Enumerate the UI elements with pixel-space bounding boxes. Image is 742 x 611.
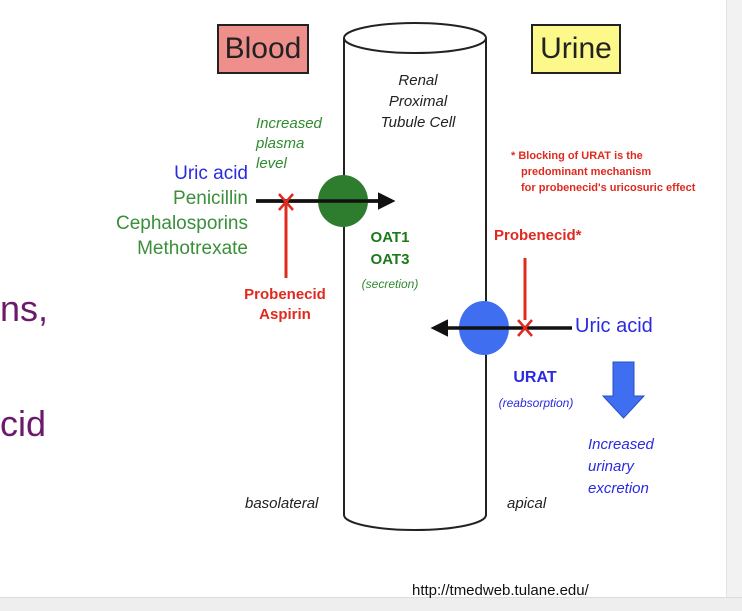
excretion-line: Increased xyxy=(588,436,654,453)
excretion-note: Increased urinary excretion xyxy=(588,434,678,500)
blood-compartment-label: Blood xyxy=(217,24,309,74)
urine-uric-acid-label: Uric acid xyxy=(575,315,653,337)
excretion-line: excretion xyxy=(588,480,649,497)
slide-text-fragment-2: cid xyxy=(0,403,47,444)
oat-substrate-list: Uric acid Penicillin Cephalosporins Meth… xyxy=(96,161,248,261)
apical-label: apical xyxy=(507,495,547,512)
oat-label: OAT3 xyxy=(370,251,410,268)
window-right-edge xyxy=(726,0,742,610)
slide-text-fragment-1: ns, xyxy=(0,288,49,329)
excretion-line: urinary xyxy=(588,458,634,475)
urat-function-label: (reabsorption) xyxy=(498,396,574,410)
substrate-item: Uric acid xyxy=(174,163,248,184)
oat-label: OAT1 xyxy=(370,229,410,246)
footnote-line: predominant mechanism xyxy=(521,166,652,178)
basolateral-label: basolateral xyxy=(245,495,319,512)
substrate-item: Cephalosporins xyxy=(115,213,248,234)
urat-footnote: * Blocking of URAT is the predominant me… xyxy=(511,148,723,196)
cell-title-line: Tubule Cell xyxy=(380,114,456,131)
note-line: Increased xyxy=(256,115,322,132)
window-bottom-edge xyxy=(0,597,742,611)
footnote-line: * Blocking of URAT is the xyxy=(511,150,643,162)
oat-function-label: (secretion) xyxy=(361,277,419,291)
urine-compartment-label: Urine xyxy=(531,24,621,74)
urat-inhibition-marker xyxy=(517,258,533,337)
inhibitor-label: Probenecid xyxy=(244,286,326,303)
oat-transporter-labels: OAT1 OAT3 xyxy=(360,227,420,271)
tubule-cell-cylinder xyxy=(343,22,487,531)
cell-title: Renal Proximal Tubule Cell xyxy=(368,70,468,133)
urat-transporter-label: URAT xyxy=(513,369,557,386)
note-line: level xyxy=(256,155,287,172)
footnote-line: for probenecid's uricosuric effect xyxy=(521,182,696,194)
cell-title-line: Renal xyxy=(398,72,438,89)
increased-plasma-note: Increased plasma level xyxy=(256,114,336,174)
note-line: plasma xyxy=(256,135,305,152)
excretion-down-arrow xyxy=(601,361,646,419)
oat-inhibitor-labels: Probenecid Aspirin xyxy=(232,285,338,325)
urat-inhibitor-label: Probenecid* xyxy=(494,227,582,244)
source-url: http://tmedweb.tulane.edu/ xyxy=(412,582,589,599)
substrate-item: Methotrexate xyxy=(137,238,248,259)
substrate-item: Penicillin xyxy=(173,188,248,209)
cell-title-line: Proximal xyxy=(388,93,448,110)
inhibitor-label: Aspirin xyxy=(259,306,311,323)
oat-inhibition-marker xyxy=(278,193,294,278)
